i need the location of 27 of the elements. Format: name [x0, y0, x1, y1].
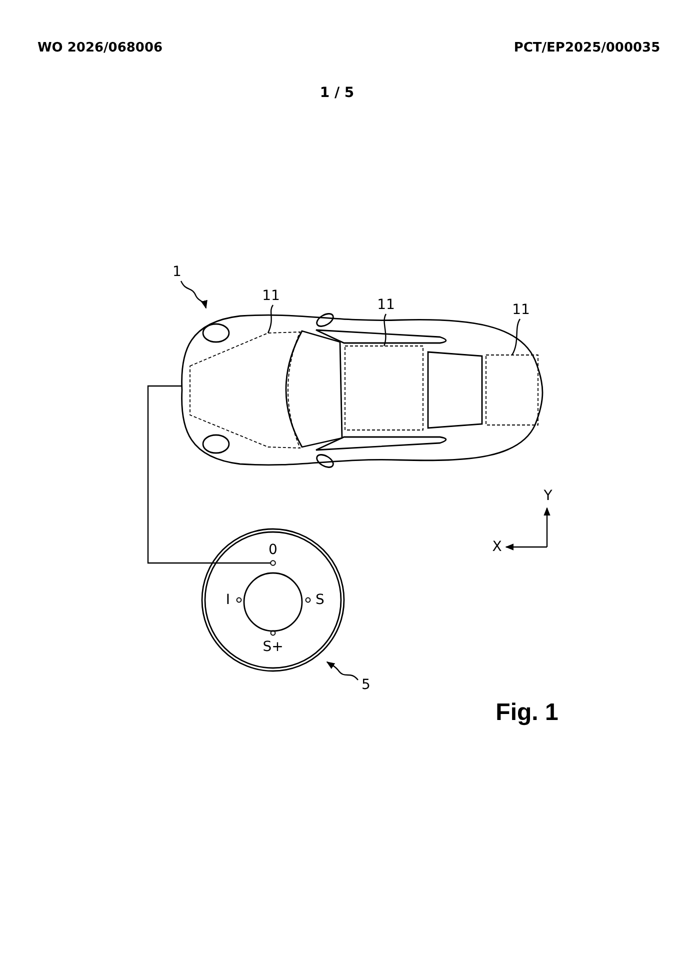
application-number: PCT/EP2025/000035: [514, 42, 660, 54]
page-number: 1 / 5: [320, 86, 354, 100]
axis-label: Y: [544, 489, 552, 503]
dashed-zone: [344, 346, 424, 430]
axis-label: X: [492, 540, 502, 554]
leader-line: [267, 304, 274, 334]
position-dot: [270, 560, 276, 566]
callout-number: 11: [377, 298, 395, 312]
callout-number: 1: [172, 265, 182, 279]
position-label: S: [316, 593, 324, 607]
dashed-zone: [486, 354, 538, 426]
position-label: I: [226, 593, 230, 607]
figure-caption: Fig. 1: [496, 701, 558, 725]
connection-line: [147, 385, 271, 564]
dial-drawing: [201, 528, 345, 672]
leader-line: [383, 314, 387, 346]
callout-number: 11: [512, 303, 530, 317]
position-label: 0: [268, 543, 278, 557]
leader-line: [180, 280, 207, 309]
dashed-zone: [190, 332, 300, 448]
callout-number: 11: [262, 289, 280, 303]
callout-number: 5: [362, 678, 370, 692]
position-label: S+: [262, 640, 284, 654]
leader-line: [326, 661, 358, 680]
document-number: WO 2026/068006: [37, 42, 163, 54]
car-drawing: [181, 313, 544, 468]
leader-line: [511, 318, 521, 356]
